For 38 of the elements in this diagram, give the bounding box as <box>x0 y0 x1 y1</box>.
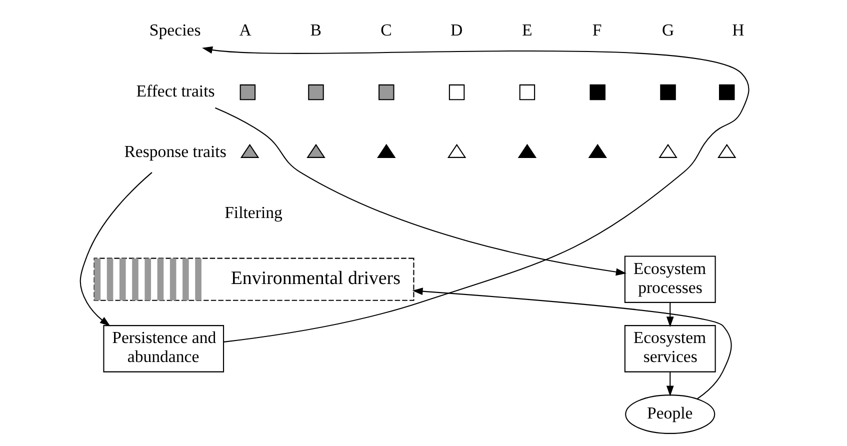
node-box: Persistence and abundance <box>103 325 224 372</box>
node-box <box>378 84 394 100</box>
arrow <box>215 107 626 276</box>
node-box: Ecosystem processes <box>624 256 716 303</box>
node-triangle <box>717 144 736 158</box>
label: A <box>239 20 252 40</box>
label: Filtering <box>224 203 282 222</box>
node-triangle <box>518 144 537 158</box>
node-box <box>519 84 536 100</box>
arrow <box>80 172 152 326</box>
arrow <box>666 302 674 328</box>
node-triangle <box>240 144 260 158</box>
arrow <box>666 372 674 396</box>
label: D <box>450 20 463 40</box>
node-triangle <box>377 144 396 158</box>
label: H <box>732 20 744 40</box>
node-box <box>448 84 465 100</box>
node-triangle <box>588 144 607 158</box>
node-triangle <box>447 144 466 158</box>
node-ellipse: People <box>625 394 716 434</box>
node-triangle <box>658 144 678 158</box>
arrow <box>412 288 732 400</box>
node-box: Ecosystem services <box>624 325 716 372</box>
node-box <box>660 84 676 100</box>
arrow <box>202 46 750 342</box>
label: C <box>380 20 392 40</box>
node-triangle <box>306 144 326 158</box>
label: F <box>592 20 602 40</box>
node-box <box>718 84 735 100</box>
label: G <box>662 20 674 40</box>
node-text: Effect traits <box>136 81 215 100</box>
node-box <box>308 84 324 100</box>
node-box <box>590 84 606 100</box>
node-text: Species <box>149 20 201 40</box>
label: E <box>522 20 532 40</box>
label: B <box>310 20 322 40</box>
node-box <box>240 84 256 100</box>
node-text: Response traits <box>124 142 226 162</box>
